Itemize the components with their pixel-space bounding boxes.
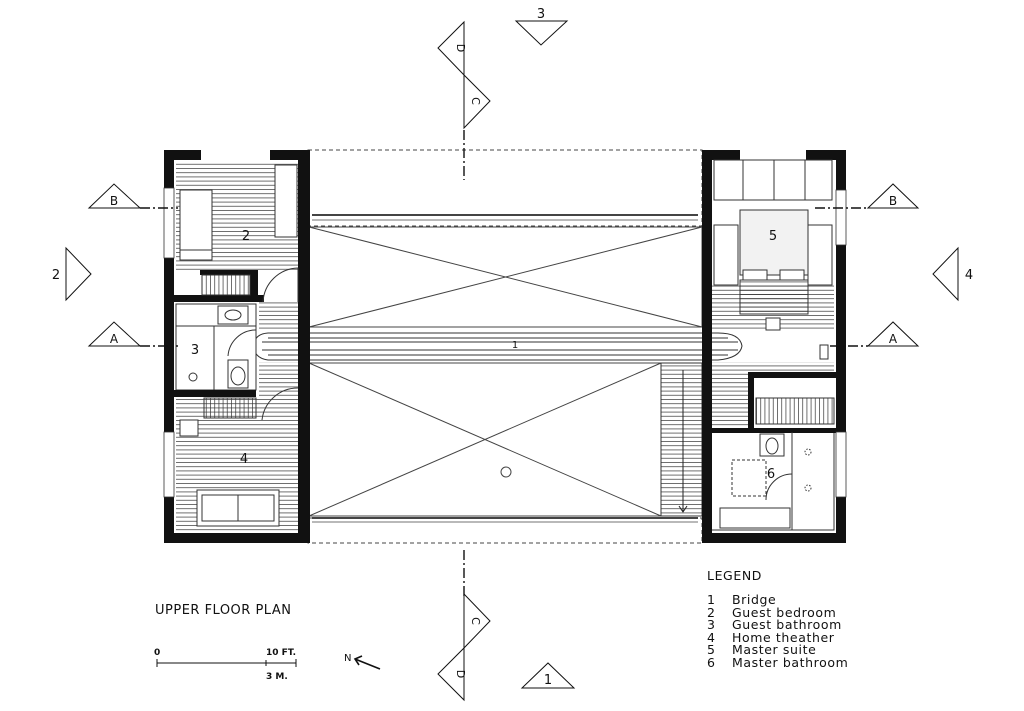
elevation-marker-2: 2 <box>52 246 92 302</box>
elevation-marker-1: 1 <box>520 662 576 689</box>
section-marker-b-west: B <box>87 183 142 209</box>
open-courtyard-north <box>308 214 703 328</box>
legend-title: LEGEND <box>707 568 763 583</box>
elevation-marker-3: 3 <box>514 7 569 46</box>
section-marker-d-bottom: D <box>437 646 467 702</box>
scale-metric-label: 3 M. <box>266 672 288 682</box>
plan-title: UPPER FLOOR PLAN <box>155 603 292 618</box>
roof-outline <box>307 149 703 544</box>
svg-text:1: 1 <box>544 673 552 688</box>
room-label-2: 2 <box>242 229 250 244</box>
home-theater-furniture <box>179 387 299 527</box>
staircase <box>660 362 703 517</box>
scale-end-label: 10 FT. <box>266 648 296 658</box>
master-bathroom-fixtures <box>719 397 835 530</box>
open-courtyard-south <box>308 362 698 523</box>
section-marker-c-top: C <box>463 73 491 130</box>
section-marker-b-east: B <box>866 183 920 209</box>
north-label: N <box>344 653 352 664</box>
svg-text:B: B <box>889 194 897 208</box>
bridge <box>253 332 743 361</box>
svg-text:C: C <box>469 617 482 625</box>
walls <box>164 150 846 543</box>
guest-bathroom-fixtures <box>176 305 257 390</box>
elevation-marker-4: 4 <box>932 246 973 302</box>
master-suite-furniture <box>713 159 833 360</box>
room-label-6: 6 <box>767 467 775 482</box>
svg-text:B: B <box>110 194 118 208</box>
scale-bar <box>156 659 297 667</box>
room-label-5: 5 <box>769 229 777 244</box>
svg-text:D: D <box>454 670 467 678</box>
section-marker-d-top: D <box>437 20 467 77</box>
svg-text:2: 2 <box>52 268 60 283</box>
scale-start-label: 0 <box>154 648 161 658</box>
room-label-4: 4 <box>240 452 248 467</box>
svg-text:A: A <box>889 332 898 346</box>
svg-text:A: A <box>110 332 119 346</box>
section-marker-a-east: A <box>866 321 920 347</box>
svg-text:4: 4 <box>965 268 973 283</box>
svg-text:D: D <box>454 44 467 52</box>
guest-bedroom-furniture <box>179 164 299 303</box>
room-label-3: 3 <box>191 343 199 358</box>
north-arrow-icon <box>353 655 381 670</box>
svg-text:C: C <box>469 97 482 105</box>
svg-text:3: 3 <box>537 7 545 22</box>
room-label-1: 1 <box>512 340 518 351</box>
section-marker-a-west: A <box>87 321 142 347</box>
room-labels: 1 2 3 4 5 6 <box>191 229 777 482</box>
windows <box>163 187 847 498</box>
section-lines <box>140 130 868 598</box>
section-marker-c-bottom: C <box>463 592 491 650</box>
